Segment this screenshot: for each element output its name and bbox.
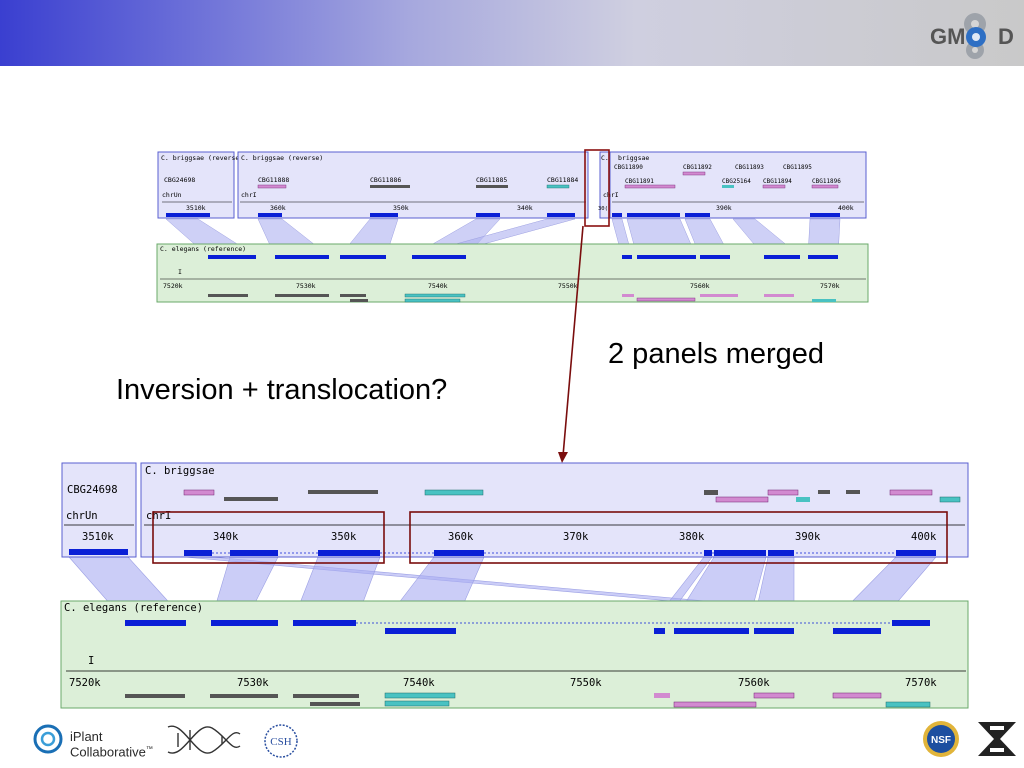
large-elegans-reference-panel bbox=[60, 600, 969, 709]
gear-icon bbox=[964, 13, 986, 59]
large-gene-label: CBG24698 bbox=[67, 484, 118, 496]
nsf-logo-icon: NSF bbox=[923, 721, 959, 757]
small-tick-label: 350k bbox=[393, 204, 409, 212]
small-ref-tick: 7540k bbox=[428, 282, 448, 290]
small-gene-label: CBG11891 bbox=[625, 178, 654, 185]
small-ref-tick: 7530k bbox=[296, 282, 316, 290]
large-ref-title: C. elegans (reference) bbox=[64, 602, 203, 614]
merge-highlight-box bbox=[584, 149, 610, 227]
iplant-logo-icon bbox=[33, 724, 63, 754]
small-gene-label: CBG11888 bbox=[258, 176, 289, 184]
large-ref-tick: 7520k bbox=[69, 677, 101, 689]
csh-logo-icon: CSH bbox=[264, 724, 298, 758]
merge-arrow bbox=[562, 225, 584, 457]
nsf-label: NSF bbox=[931, 735, 951, 746]
small-panel-b-title: C. briggsae (reverse) bbox=[241, 154, 323, 162]
large-tick-label: 350k bbox=[331, 531, 357, 543]
small-panel-d-title: briggsae bbox=[618, 154, 649, 162]
small-gene-label: CBG11893 bbox=[735, 164, 764, 171]
small-ref-tick: 7560k bbox=[690, 282, 710, 290]
large-tick-label: 380k bbox=[679, 531, 705, 543]
small-tick-label: 400k bbox=[838, 204, 854, 212]
small-alignment-block bbox=[166, 213, 210, 217]
small-gene-label: CBG24698 bbox=[164, 176, 195, 184]
iplant-line2: Collaborative bbox=[70, 744, 146, 760]
large-ref-tick: 7550k bbox=[570, 677, 602, 689]
iplant-line1: iPlant bbox=[70, 729, 103, 744]
large-ref-tick: 7530k bbox=[237, 677, 269, 689]
large-tick-label: 390k bbox=[795, 531, 821, 543]
small-tick-label: 360k bbox=[270, 204, 286, 212]
small-gene-label: CBG11886 bbox=[370, 176, 401, 184]
small-ref-tick: 7570k bbox=[820, 282, 840, 290]
small-chr-label: chrUn bbox=[162, 191, 182, 199]
small-ref-chr: I bbox=[178, 268, 182, 276]
large-tick-label: 360k bbox=[448, 531, 474, 543]
small-gene-label: CBG11892 bbox=[683, 164, 712, 171]
small-gene-label: CBG11884 bbox=[547, 176, 578, 184]
small-gene-label: CBG11890 bbox=[614, 164, 643, 171]
small-panel-a-title: C. briggsae (reverse) bbox=[161, 154, 243, 162]
caption-inversion-translocation: Inversion + translocation? bbox=[116, 374, 448, 406]
csh-label: CSH bbox=[270, 736, 291, 748]
large-ref-chr: I bbox=[88, 655, 94, 667]
large-ref-gene-models bbox=[125, 692, 931, 708]
small-ref-title: C. elegans (reference) bbox=[160, 245, 246, 253]
gmod-logo: GM D bbox=[930, 13, 1014, 59]
large-briggsae-panel-chrI bbox=[140, 462, 969, 558]
small-panel-c-title: C. bbox=[601, 154, 609, 162]
small-tick-label: 390k bbox=[716, 204, 732, 212]
small-ref-tick: 7520k bbox=[163, 282, 183, 290]
small-gene-label: CBG11895 bbox=[783, 164, 812, 171]
small-gene-label: CBG11894 bbox=[763, 178, 792, 185]
small-gene-label: CBG11896 bbox=[812, 178, 841, 185]
logo-text-right: D bbox=[998, 24, 1014, 49]
large-gene-models bbox=[183, 489, 961, 503]
large-chr-label: chrUn bbox=[66, 510, 98, 522]
small-gene-label: CBG25164 bbox=[722, 178, 751, 185]
large-ref-tick: 7570k bbox=[905, 677, 937, 689]
small-briggsae-panel-chrI-reverse bbox=[237, 151, 589, 219]
inversion-highlight-box bbox=[152, 511, 385, 564]
small-chr-label: chrI bbox=[241, 191, 257, 199]
trademark-symbol: ™ bbox=[145, 746, 153, 753]
slide-header-bar bbox=[0, 0, 1024, 66]
large-tick-label: 3510k bbox=[82, 531, 114, 543]
logo-text-left: GM bbox=[930, 24, 965, 49]
large-tick-label: 340k bbox=[213, 531, 239, 543]
small-briggsae-panel-chrUn bbox=[157, 151, 235, 219]
small-tick-label: 3510k bbox=[186, 204, 206, 212]
large-briggsae-panel-chrUn bbox=[61, 462, 137, 558]
large-ref-tick: 7560k bbox=[738, 677, 770, 689]
large-tick-label: 400k bbox=[911, 531, 937, 543]
partner-emblem-icon bbox=[978, 722, 1016, 756]
translocation-highlight-box bbox=[409, 511, 948, 564]
small-tick-label: 30( bbox=[598, 206, 608, 212]
small-ref-tick: 7550k bbox=[558, 282, 578, 290]
small-ref-gene-models bbox=[208, 293, 836, 303]
dna-helix-icon bbox=[167, 725, 241, 754]
iplant-wordmark: iPlant Collaborative™ bbox=[70, 730, 153, 758]
small-chr-label: chrI bbox=[603, 191, 619, 199]
small-elegans-reference-panel bbox=[156, 243, 869, 303]
large-panel-title: C. briggsae bbox=[145, 465, 215, 477]
small-tick-label: 340k bbox=[517, 204, 533, 212]
large-ref-tick: 7540k bbox=[403, 677, 435, 689]
caption-panels-merged: 2 panels merged bbox=[608, 338, 825, 370]
large-tick-label: 370k bbox=[563, 531, 589, 543]
large-ref-alignment-blocks bbox=[125, 620, 930, 634]
small-gene-label: CBG11885 bbox=[476, 176, 507, 184]
arrow-head-icon bbox=[558, 452, 568, 463]
